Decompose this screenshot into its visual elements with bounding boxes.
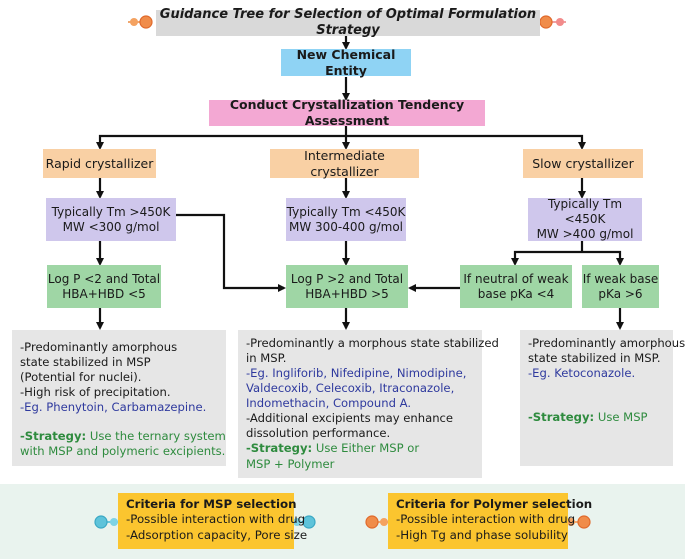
properties-rapid-line-2: MW <300 g/mol: [62, 219, 160, 234]
panel-intermediate-strategy-label: -Strategy:: [246, 441, 313, 456]
diagram-title: Guidance Tree for Selection of Optimal F…: [156, 7, 540, 38]
msp-bead-left-icon: [94, 515, 118, 529]
panel-intermediate-line: -Additional excipients may enhance: [246, 411, 454, 426]
criteria-msp-heading: Criteria for MSP selection: [126, 497, 297, 511]
polymer-bead-right-icon: [567, 515, 591, 529]
criteria-polymer-item: -Possible interaction with drug: [396, 512, 576, 527]
panel-rapid-strategy-label: -Strategy:: [20, 429, 87, 444]
properties-slow-line-2: MW >400 g/mol: [536, 227, 634, 241]
panel-intermediate-example: Indomethacin, Compound A.: [246, 396, 412, 411]
panel-slow-line: state stabilized in MSP.: [528, 351, 661, 366]
branch-neutral-line-2: base pKa <4: [477, 286, 555, 301]
panel-slow-strategy: Use MSP: [594, 410, 648, 425]
criteria-msp-item: -Adsorption capacity, Pore size: [126, 527, 308, 542]
properties-slow-line-1: Typically Tm <450K: [547, 197, 623, 226]
panel-rapid-line: -High risk of precipitation.: [20, 385, 171, 400]
properties-rapid-line-1: Typically Tm >450K: [51, 204, 171, 219]
logp-intermediate-line-2: HBA+HBD >5: [305, 286, 389, 301]
panel-intermediate: -Predominantly a morphous state stabiliz…: [238, 330, 499, 478]
properties-intermediate-line-1: Typically Tm <450K: [286, 204, 406, 219]
panel-rapid-example: -Eg. Phenytoin, Carbamazepine.: [20, 400, 207, 415]
branch-weak-base: If weak base pKa >6: [582, 265, 659, 308]
panel-intermediate-line: -Predominantly a morphous state stabiliz…: [246, 336, 499, 350]
properties-intermediate-line-2: MW 300-400 g/mol: [288, 219, 403, 234]
branch-weak-base-line-2: pKa >6: [598, 286, 643, 301]
logp-rapid-line-1: Log P <2 and Total: [47, 271, 161, 286]
properties-slow: Typically Tm <450K MW >400 g/mol: [528, 197, 642, 241]
panel-intermediate-strategy: MSP + Polymer: [246, 456, 335, 471]
logp-intermediate: Log P >2 and Total HBA+HBD >5: [286, 265, 408, 308]
panel-intermediate-line: in MSP.: [246, 351, 287, 366]
branch-neutral: If neutral of weak base pKa <4: [460, 265, 572, 308]
panel-rapid-line: -Predominantly amorphous: [20, 340, 178, 354]
assessment-node: Conduct Crystallization Tendency Assessm…: [209, 97, 485, 128]
category-slow: Slow crystallizer: [523, 149, 643, 178]
title-bead-left-icon: [128, 15, 153, 29]
panel-rapid-strategy: with MSP and polymeric excipients.: [20, 444, 226, 459]
panel-slow-line: -Predominantly amorphous: [528, 336, 685, 350]
msp-bead-right-icon: [293, 515, 316, 529]
logp-intermediate-line-1: Log P >2 and Total: [290, 271, 404, 286]
panel-intermediate-example: Valdecoxib, Celecoxib, Itraconazole,: [246, 381, 455, 396]
category-intermediate: Intermediate crystallizer: [270, 148, 419, 179]
criteria-polymer-heading: Criteria for Polymer selection: [396, 497, 593, 511]
panel-slow-strategy-label: -Strategy:: [528, 410, 595, 425]
criteria-polymer-item: -High Tg and phase solubility: [396, 527, 568, 542]
root-node: New Chemical Entity: [281, 47, 411, 78]
criteria-msp: Criteria for MSP selection -Possible int…: [118, 493, 308, 549]
criteria-msp-item: -Possible interaction with drug: [126, 512, 306, 527]
category-rapid: Rapid crystallizer: [43, 149, 156, 178]
panel-intermediate-example: -Eg. Ingliforib, Nifedipine, Nimodipine,: [246, 366, 467, 381]
polymer-bead-left-icon: [365, 515, 388, 529]
panel-slow-example: -Eg. Ketoconazole.: [528, 366, 636, 381]
properties-intermediate: Typically Tm <450K MW 300-400 g/mol: [286, 198, 406, 241]
logp-rapid: Log P <2 and Total HBA+HBD <5: [47, 265, 161, 308]
panel-slow: -Predominantly amorphous state stabilize…: [520, 330, 685, 466]
panel-rapid-line: (Potential for nuclei).: [20, 370, 142, 385]
panel-intermediate-strategy: Use Either MSP or: [312, 441, 420, 456]
title-bead-right-icon: [539, 15, 566, 29]
panel-rapid-strategy: Use the ternary system: [86, 429, 226, 444]
panel-rapid-line: state stabilized in MSP: [20, 355, 151, 370]
logp-rapid-line-2: HBA+HBD <5: [62, 286, 146, 301]
branch-weak-base-line-1: If weak base: [582, 271, 659, 286]
branch-neutral-line-1: If neutral of weak: [463, 271, 569, 286]
criteria-polymer: Criteria for Polymer selection -Possible…: [388, 493, 593, 549]
panel-intermediate-line: dissolution performance.: [246, 426, 391, 441]
properties-rapid: Typically Tm >450K MW <300 g/mol: [46, 198, 176, 241]
panel-rapid: -Predominantly amorphous state stabilize…: [12, 330, 226, 466]
